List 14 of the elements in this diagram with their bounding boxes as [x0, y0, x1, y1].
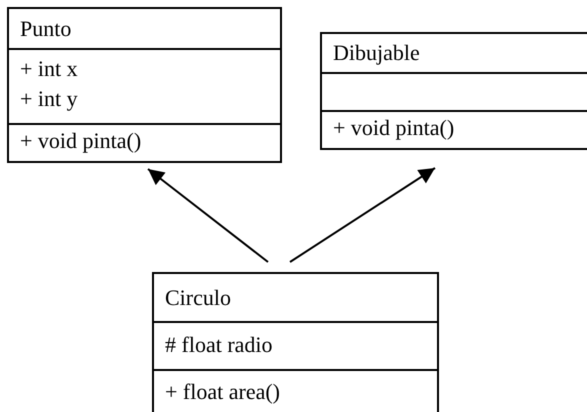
- member-text: + int x: [20, 55, 78, 83]
- member-text: + void pinta(): [333, 114, 454, 142]
- class-name: Circulo: [165, 284, 231, 312]
- class-box: [320, 32, 587, 150]
- class-name: Punto: [20, 14, 72, 42]
- class-box: [7, 7, 282, 163]
- member-text: + int y: [20, 85, 78, 113]
- inheritance-arrow: [147, 168, 269, 263]
- class-box: [152, 272, 439, 412]
- inheritance-arrow: [289, 167, 436, 263]
- member-text: + float area(): [165, 378, 280, 406]
- member-text: # float radio: [165, 331, 273, 359]
- member-text: + void pinta(): [20, 127, 142, 155]
- class-name: Dibujable: [333, 39, 420, 67]
